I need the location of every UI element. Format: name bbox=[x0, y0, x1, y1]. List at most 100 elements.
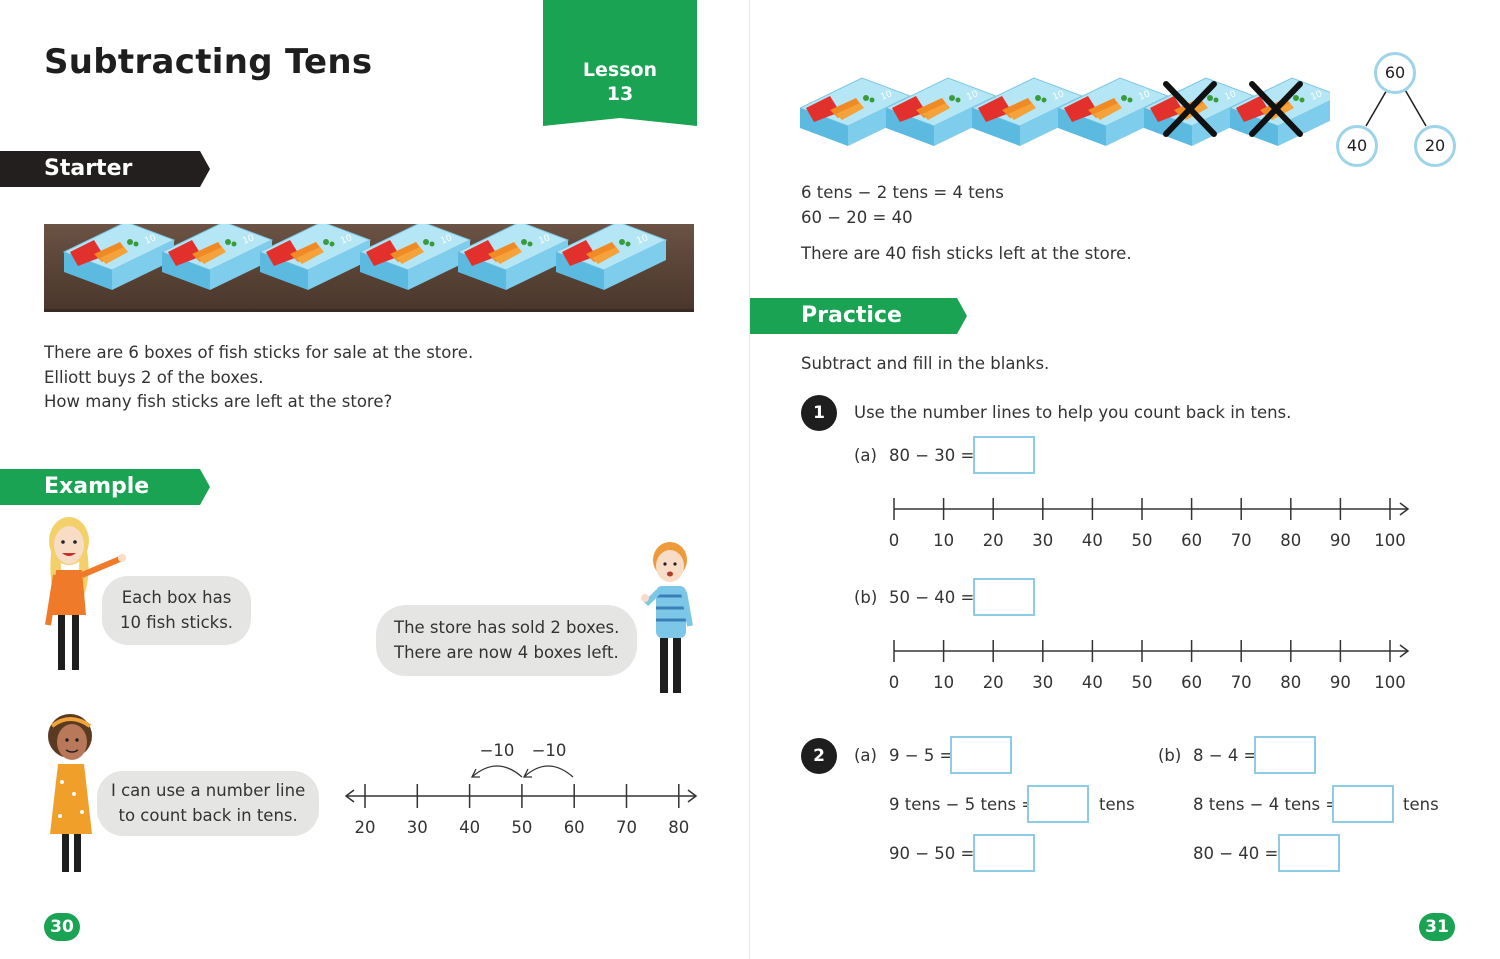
speech-bubble-number-line: I can use a number line to count back in… bbox=[97, 771, 320, 836]
boy-illustration bbox=[641, 542, 693, 693]
bubble-line: Each box has bbox=[121, 588, 232, 607]
number-line-label: 100 bbox=[1374, 673, 1406, 692]
number-line-label: 20 bbox=[355, 818, 376, 837]
q2b-label: (b) bbox=[1158, 746, 1182, 765]
q2b-answer-box-2[interactable] bbox=[1332, 785, 1394, 823]
number-line-label: 30 bbox=[1032, 531, 1053, 550]
fish-box-image bbox=[161, 221, 273, 291]
number-line-label: 100 bbox=[1374, 531, 1406, 550]
question-1-number: 1 bbox=[801, 395, 837, 431]
q2b-answer-box-3[interactable] bbox=[1278, 834, 1340, 872]
number-line-label: 50 bbox=[1132, 531, 1153, 550]
q1a-number-line: 0 10 20 30 40 50 60 70 80 90 100 bbox=[889, 498, 1410, 550]
number-line-label: 40 bbox=[459, 818, 480, 837]
q2a-equation-3: 90 − 50 = bbox=[889, 844, 975, 863]
q1a-label: (a) bbox=[854, 446, 877, 465]
bubble-line: There are now 4 boxes left. bbox=[394, 642, 619, 662]
q2b-answer-box-1[interactable] bbox=[1254, 736, 1316, 774]
q2b-unit: tens bbox=[1403, 795, 1439, 814]
page-title: Subtracting Tens bbox=[44, 42, 373, 82]
number-line-label: 40 bbox=[1082, 531, 1103, 550]
question-2-number: 2 bbox=[801, 738, 837, 774]
question-1-prompt: Use the number lines to help you count b… bbox=[854, 403, 1292, 422]
number-line-left-arrow bbox=[344, 789, 355, 803]
q1b-equation: 50 − 40 = bbox=[889, 588, 975, 607]
bubble-line: 10 fish sticks. bbox=[120, 612, 234, 632]
lesson-number: 13 bbox=[606, 83, 634, 105]
starter-line: How many fish sticks are left at the sto… bbox=[44, 392, 393, 411]
q1a-answer-box[interactable] bbox=[973, 436, 1035, 474]
number-line-label: 10 bbox=[933, 673, 954, 692]
number-line-label: 0 bbox=[889, 531, 900, 550]
q2a-answer-box-3[interactable] bbox=[973, 834, 1035, 872]
q1a-equation: 80 − 30 = bbox=[889, 446, 975, 465]
q2a-label: (a) bbox=[854, 746, 877, 765]
number-line-label: 80 bbox=[1280, 531, 1301, 550]
fish-box-image bbox=[457, 221, 569, 291]
number-line-label: 30 bbox=[407, 818, 428, 837]
number-line-label: 50 bbox=[1132, 673, 1153, 692]
practice-instructions: Subtract and fill in the blanks. bbox=[801, 354, 1050, 373]
q1b-label: (b) bbox=[854, 588, 878, 607]
number-line-label: 20 bbox=[983, 673, 1004, 692]
q2b-equation-1: 8 − 4 = bbox=[1193, 746, 1258, 765]
number-line-label: 80 bbox=[1280, 673, 1301, 692]
number-line-label: 50 bbox=[511, 818, 532, 837]
number-line-label: 40 bbox=[1082, 673, 1103, 692]
number-line-label: 80 bbox=[668, 818, 689, 837]
bond-part-a: 40 bbox=[1336, 125, 1378, 167]
jump-arrowhead-1 bbox=[522, 768, 532, 778]
jump-arc-1 bbox=[523, 765, 574, 778]
jump-label: −10 bbox=[532, 741, 567, 760]
starter-text: There are 6 boxes of fish sticks for sal… bbox=[44, 341, 473, 415]
bubble-line: to count back in tens. bbox=[118, 805, 298, 825]
lesson-label-text: Lesson bbox=[582, 59, 658, 81]
q2a-unit: tens bbox=[1099, 795, 1135, 814]
bubble-line: I can use a number line bbox=[111, 781, 306, 800]
cross-out-icon bbox=[1249, 81, 1303, 137]
starter-tab: Starter bbox=[0, 151, 210, 187]
solution-line: 6 tens − 2 tens = 4 tens bbox=[801, 183, 1004, 202]
q1b-answer-box[interactable] bbox=[973, 578, 1035, 616]
speech-bubble-each-box: Each box has 10 fish sticks. bbox=[102, 576, 252, 645]
example-tab: Example bbox=[0, 469, 210, 505]
number-line-label: 70 bbox=[1231, 531, 1252, 550]
jump-arc-2 bbox=[471, 765, 523, 778]
lesson-banner bbox=[543, 0, 697, 126]
number-line-right-arrow bbox=[687, 789, 698, 803]
practice-tab: Practice bbox=[750, 298, 967, 334]
q2b-equation-3: 80 − 40 = bbox=[1193, 844, 1279, 863]
number-line-label: 90 bbox=[1330, 531, 1351, 550]
book-spine bbox=[749, 0, 750, 959]
girl-brunette-illustration bbox=[48, 714, 92, 872]
conclusion-text: There are 40 fish sticks left at the sto… bbox=[801, 244, 1132, 263]
q2a-equation-2: 9 tens − 5 tens = bbox=[889, 795, 1036, 814]
number-line-arrow bbox=[1399, 502, 1410, 516]
fish-box-image bbox=[359, 221, 471, 291]
page-number-left: 30 bbox=[44, 913, 80, 941]
speech-bubble-store-sold: The store has sold 2 boxes. There are no… bbox=[376, 605, 638, 676]
q2b-equation-2: 8 tens − 4 tens = bbox=[1193, 795, 1340, 814]
solution-text: 6 tens − 2 tens = 4 tens 60 − 20 = 40 bbox=[801, 181, 1004, 230]
fish-boxes-illustration bbox=[63, 221, 667, 291]
q2a-answer-box-2[interactable] bbox=[1027, 785, 1089, 823]
number-line-label: 70 bbox=[1231, 673, 1252, 692]
number-line-label: 20 bbox=[983, 531, 1004, 550]
number-line-label: 10 bbox=[933, 531, 954, 550]
bond-part-b: 20 bbox=[1414, 125, 1456, 167]
number-line-label: 90 bbox=[1330, 673, 1351, 692]
q2a-answer-box-1[interactable] bbox=[950, 736, 1012, 774]
number-line-label: 0 bbox=[889, 673, 900, 692]
girl-blonde-illustration bbox=[45, 517, 126, 670]
number-line-label: 60 bbox=[1181, 531, 1202, 550]
bubble-line: The store has sold 2 boxes. bbox=[394, 618, 620, 637]
starter-line: Elliott buys 2 of the boxes. bbox=[44, 367, 264, 387]
jump-arrowhead-2 bbox=[470, 768, 480, 778]
number-line-label: 60 bbox=[564, 818, 585, 837]
cross-out-icon bbox=[1163, 81, 1217, 137]
bond-whole: 60 bbox=[1374, 52, 1416, 94]
starter-line: There are 6 boxes of fish sticks for sal… bbox=[44, 343, 474, 362]
number-line-label: 60 bbox=[1181, 673, 1202, 692]
